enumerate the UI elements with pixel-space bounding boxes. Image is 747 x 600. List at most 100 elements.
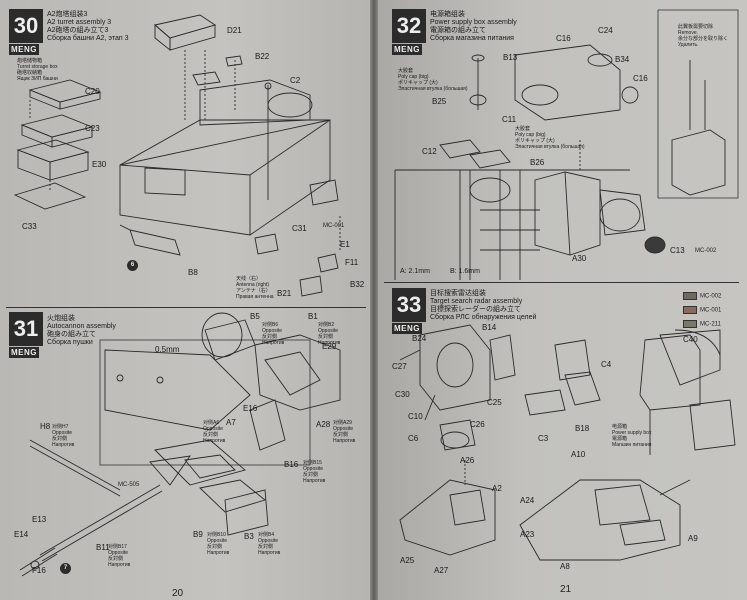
part-label: A24 bbox=[520, 496, 535, 505]
part-label: F11 bbox=[345, 258, 359, 267]
dimension-b: B: 1.6mm bbox=[450, 268, 480, 275]
part-label: E13 bbox=[32, 515, 47, 524]
storage-box-note: 炮塔储物箱 Turret storage box 砲塔収納箱 Ящик ЗИП … bbox=[17, 58, 58, 82]
part-label: A7 bbox=[226, 418, 236, 427]
drill-size: 0.5mm bbox=[155, 345, 180, 354]
paint-code: MC-505 bbox=[118, 482, 140, 488]
step-30-title: A2炮塔组装3 A2 turret assembly 3 A2砲塔の組み立て3 … bbox=[47, 11, 129, 43]
part-label: A27 bbox=[434, 566, 449, 575]
part-label: C24 bbox=[598, 26, 613, 35]
antenna-note: 天线（右） Antenna (right) アンテナ（右） Правая ант… bbox=[236, 276, 274, 300]
part-label: C11 bbox=[502, 115, 517, 124]
part-label: B1 bbox=[308, 312, 318, 321]
weathering-icon: 6 bbox=[127, 260, 138, 271]
part-label: C3 bbox=[538, 434, 549, 443]
poly-cap-note: 大胶套 Poly cap (big) ポリキャップ (大) Эластичная… bbox=[515, 126, 585, 150]
step-33-title-en: Target search radar assembly bbox=[430, 298, 523, 305]
swatch bbox=[683, 292, 697, 300]
part-label: C27 bbox=[392, 362, 407, 371]
part-label: C12 bbox=[422, 147, 437, 156]
part-label: B5 bbox=[250, 312, 260, 321]
part-label: C10 bbox=[408, 412, 423, 421]
autocannon-drawing bbox=[19, 312, 341, 577]
remove-note: 此翼板需要切除 Remove. 余分な部分を取り除く Удалить. bbox=[678, 24, 729, 48]
part-label: B24 bbox=[412, 334, 427, 343]
part-label: B16 bbox=[284, 460, 299, 469]
brand-logo: MENG bbox=[392, 44, 422, 55]
power-box-drawing bbox=[394, 9, 739, 280]
part-label: C13 bbox=[670, 246, 685, 255]
step-30-title-ru: Сборка башни A2, этап 3 bbox=[47, 35, 129, 42]
power-box-note: 电源箱 Power supply box 電源箱 Магазин питания bbox=[612, 424, 652, 448]
step-30-title-jp: A2砲塔の組み立て3 bbox=[47, 27, 109, 34]
radar-drawing bbox=[399, 324, 736, 561]
part-label: E1 bbox=[340, 240, 350, 249]
part-label: C20 bbox=[85, 87, 100, 96]
part-label: C25 bbox=[487, 398, 502, 407]
step-30-number: 30 bbox=[9, 9, 43, 43]
step-31-title: 火炮组装 Autocannon assembly 砲身の組み立て Сборка … bbox=[47, 315, 116, 347]
page-number-left: 20 bbox=[172, 588, 184, 599]
part-label: A9 bbox=[688, 534, 698, 543]
part-label: C26 bbox=[470, 420, 485, 429]
part-label: B26 bbox=[530, 158, 545, 167]
right-page bbox=[376, 0, 747, 600]
part-label: E14 bbox=[14, 530, 29, 539]
step-32-number: 32 bbox=[392, 9, 426, 43]
part-label: B11 bbox=[96, 543, 110, 552]
paint-swatch-2: MC-001 bbox=[683, 306, 721, 314]
part-label: E30 bbox=[92, 160, 107, 169]
part-label: C33 bbox=[22, 222, 37, 231]
dimension-a: A: 2.1mm bbox=[400, 268, 430, 275]
step-31-title-jp: 砲身の組み立て bbox=[47, 331, 96, 338]
part-label: B14 bbox=[482, 323, 497, 332]
part-label: B32 bbox=[350, 280, 365, 289]
part-label: A30 bbox=[572, 254, 587, 263]
part-label: C16 bbox=[556, 34, 571, 43]
part-label: C16 bbox=[633, 74, 648, 83]
weathering-icon: 7 bbox=[60, 563, 71, 574]
part-label: B3 bbox=[244, 532, 254, 541]
step-31-title-en: Autocannon assembly bbox=[47, 323, 116, 330]
swatch bbox=[683, 320, 697, 328]
part-label: C31 bbox=[292, 224, 307, 233]
part-label: D21 bbox=[227, 26, 242, 35]
part-label: C4 bbox=[601, 360, 612, 369]
turret-drawing bbox=[119, 14, 341, 297]
brand-logo: MENG bbox=[9, 347, 39, 358]
part-label: B25 bbox=[432, 97, 447, 106]
step-33-title: 目标搜索雷达组装 Target search radar assembly 目標… bbox=[430, 290, 536, 322]
part-label: B18 bbox=[575, 424, 590, 433]
step-31-title-cn: 火炮组装 bbox=[47, 315, 75, 322]
left-section-divider bbox=[6, 307, 366, 308]
swatch bbox=[683, 306, 697, 314]
storage-box-drawing bbox=[13, 79, 102, 210]
part-label: A28 bbox=[316, 420, 331, 429]
step-32-title: 电源箱组装 Power supply box assembly 電源箱の組み立て… bbox=[430, 11, 517, 43]
step-30-title-cn: A2炮塔组装3 bbox=[47, 11, 88, 18]
step-32-title-ru: Сборка магазина питания bbox=[430, 35, 514, 42]
part-label: A26 bbox=[460, 456, 475, 465]
part-label: F16 bbox=[32, 566, 46, 575]
step-33-number: 33 bbox=[392, 288, 426, 322]
part-label: A10 bbox=[571, 450, 586, 459]
paint-code: MC-002 bbox=[695, 248, 717, 254]
part-label: C30 bbox=[395, 390, 410, 399]
part-label: C2 bbox=[290, 76, 301, 85]
step-33-title-cn: 目标搜索雷达组装 bbox=[430, 290, 486, 297]
part-label: C23 bbox=[85, 124, 100, 133]
part-label: A2 bbox=[492, 484, 502, 493]
step-31-number: 31 bbox=[9, 312, 43, 346]
part-label: A8 bbox=[560, 562, 570, 571]
step-32-title-en: Power supply box assembly bbox=[430, 19, 517, 26]
part-label: E29 bbox=[322, 342, 337, 351]
